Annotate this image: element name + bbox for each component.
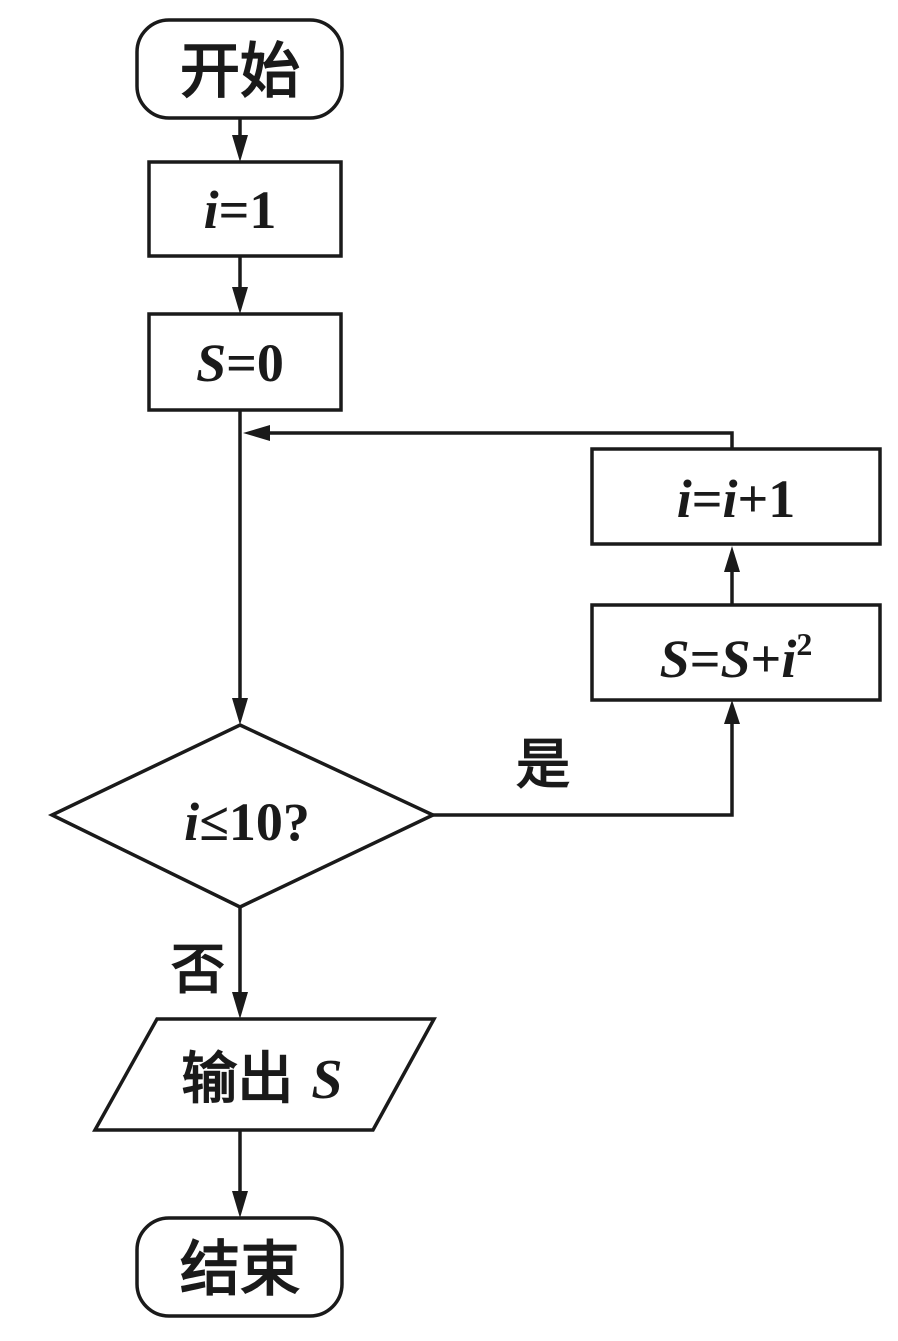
init-s-text: S=0 [196,333,284,393]
init-s-rest: =0 [226,333,284,393]
condition-diamond [47,723,438,909]
update-i-text: i=i+1 [677,469,796,529]
condition-decision: i≤10? [47,723,438,909]
update-s-plus: + [751,629,782,689]
arrowhead-update-i [724,546,740,572]
update-i-equals: = [692,469,723,529]
connector-yes-branch [433,712,734,817]
start-label: 开始 [180,37,300,107]
update-s-var-2: S [720,629,750,689]
init-i-var: i [204,180,219,240]
connector-loop-back [256,431,734,449]
output-parallelogram [92,1017,437,1132]
end-terminal: 结束 [135,1216,344,1318]
end-label: 结束 [180,1235,300,1305]
end-shape [135,1216,344,1318]
update-i-box [590,447,882,546]
update-s-box [590,603,882,702]
init-i-box [147,160,343,258]
output-io: 输出 S [92,1017,437,1132]
init-s-box [147,312,343,412]
arrowhead-loop-back [243,425,270,441]
arrowhead-condition [232,698,248,725]
update-s-var-1: S [660,629,690,689]
update-s-process: S=S+i2 [590,603,882,702]
connectors [232,118,740,1218]
arrowhead-update-s [724,700,740,724]
init-i-process: i=1 [147,160,343,258]
update-s-text: S=S+i2 [660,626,813,689]
start-shape [135,18,344,120]
update-s-var-3: i [781,629,796,689]
yes-branch-label: 是 [516,733,570,796]
arrowhead-output [232,992,248,1019]
condition-rest: ≤10? [199,792,310,852]
init-i-text: i=1 [204,180,277,240]
start-terminal: 开始 [135,18,344,120]
init-s-process: S=0 [147,312,343,412]
condition-var: i [184,792,199,852]
init-i-rest: =1 [219,180,277,240]
arrowhead-init-i [232,135,248,162]
arrowhead-end [232,1191,248,1218]
update-i-process: i=i+1 [590,447,882,546]
output-text: 输出 S [181,1047,342,1112]
init-s-var: S [196,333,226,393]
arrowhead-init-s [232,287,248,314]
update-i-rest: +1 [738,469,796,529]
output-label: 输出 [181,1047,293,1112]
output-var: S [311,1049,342,1111]
update-s-exponent: 2 [796,626,812,662]
condition-text: i≤10? [184,792,310,852]
update-s-equals: = [690,629,721,689]
update-i-var-2: i [723,469,738,529]
no-branch-label: 否 [171,938,225,1001]
update-i-var-1: i [677,469,692,529]
